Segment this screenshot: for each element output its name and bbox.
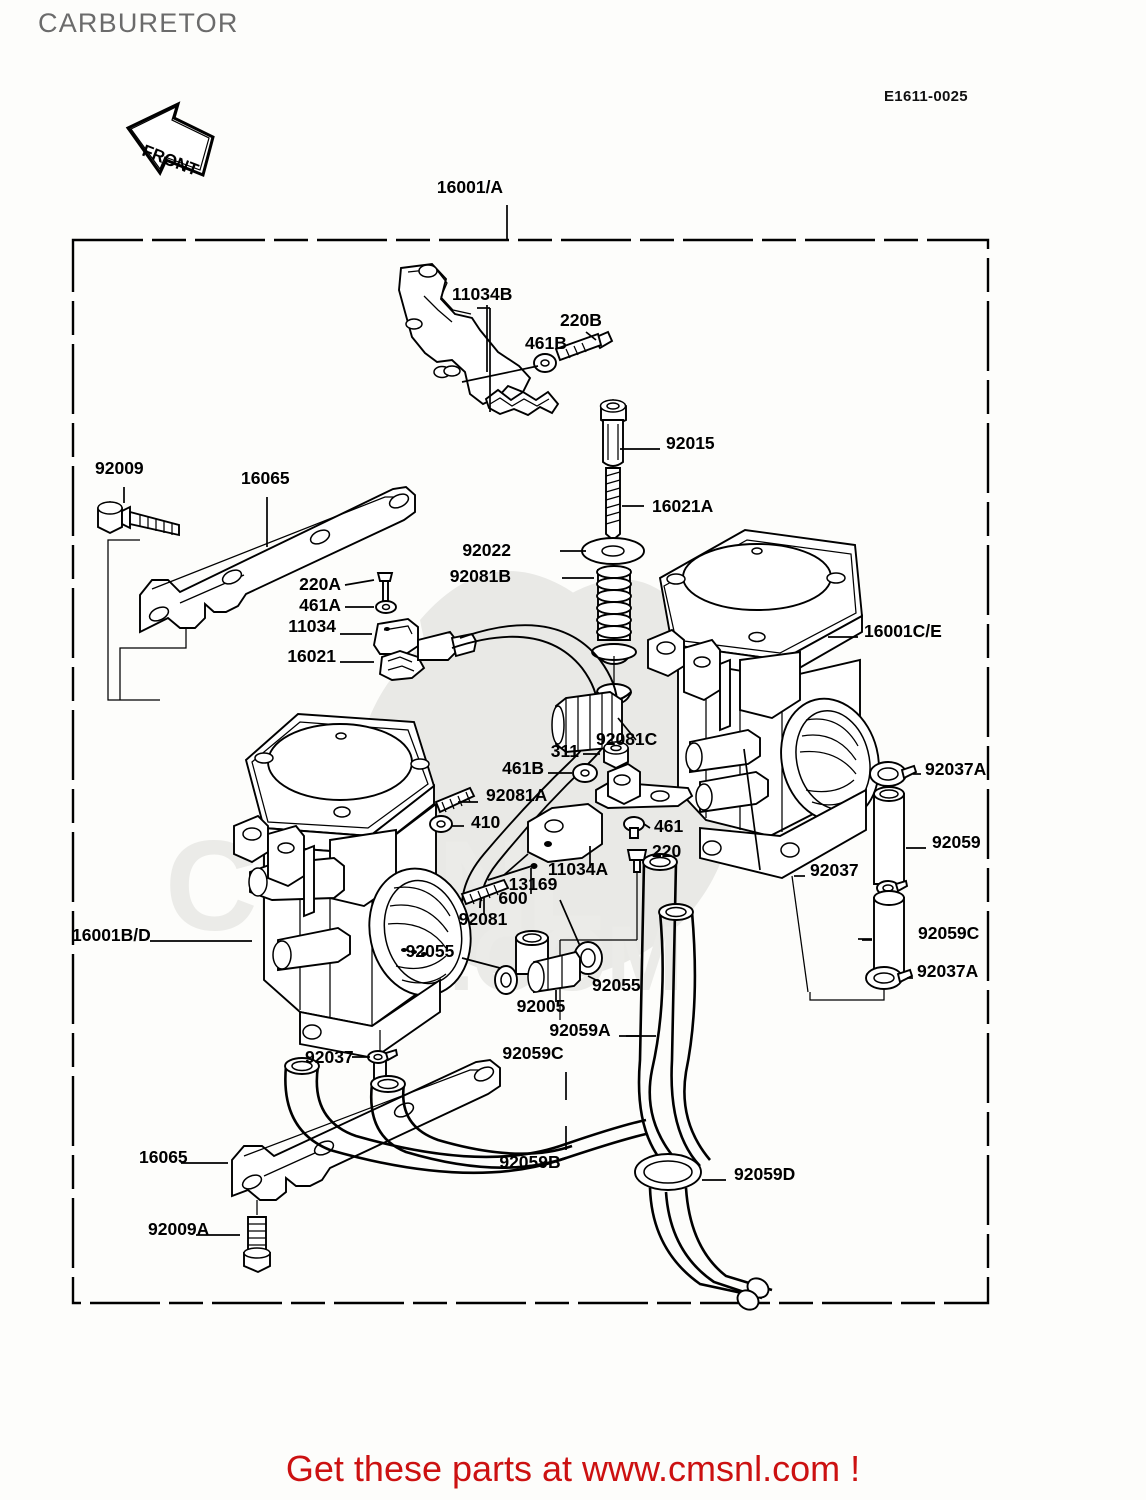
part-92059c-hose-lower bbox=[862, 890, 905, 976]
callout-92081: 92081 bbox=[459, 909, 508, 929]
page-title: CARBURETOR bbox=[38, 8, 239, 38]
callout-92037a-lower: 92037A bbox=[917, 961, 979, 981]
callout-11034: 11034 bbox=[288, 616, 336, 636]
part-92081c-boot bbox=[551, 691, 637, 753]
callout-220a: 220A bbox=[299, 574, 341, 594]
callout-92081c: 92081C bbox=[596, 729, 658, 749]
callout-92059b: 92059B bbox=[499, 1152, 560, 1172]
bell-mouth-left bbox=[368, 867, 472, 997]
callout-92059d: 92059D bbox=[734, 1164, 795, 1184]
callout-16021a: 16021A bbox=[652, 496, 714, 516]
part-16021a-needle bbox=[605, 467, 644, 542]
callout-92081b: 92081B bbox=[450, 566, 511, 586]
callout-220: 220 bbox=[652, 841, 681, 861]
callout-92059c-right: 92059C bbox=[918, 923, 980, 943]
callout-labels: 16001/A 11034B 220B 461B 92015 16021A 92… bbox=[72, 177, 987, 1239]
part-92055-oring-right bbox=[587, 975, 601, 983]
callout-92037-left: 92037 bbox=[305, 1047, 354, 1067]
reference-code: E1611-0025 bbox=[884, 88, 968, 105]
part-16001ce-carburetor-body bbox=[647, 529, 880, 880]
part-410-washer bbox=[429, 815, 464, 833]
callout-92081a: 92081A bbox=[486, 785, 548, 805]
part-92059-hose-upper bbox=[873, 786, 926, 885]
part-92037-circlip-left bbox=[352, 1030, 399, 1064]
part-92009a-bolt bbox=[196, 1200, 271, 1274]
part-16065-bracket-upper bbox=[107, 485, 416, 701]
callout-92009: 92009 bbox=[95, 458, 144, 478]
callout-92037a-upper: 92037A bbox=[925, 759, 987, 779]
callout-92037-right: 92037 bbox=[810, 860, 859, 880]
callout-leaders bbox=[486, 305, 872, 1037]
part-92037a-circlip-lower bbox=[865, 966, 914, 990]
callout-11034b: 11034B bbox=[452, 284, 512, 304]
part-220b-screw bbox=[554, 330, 614, 362]
part-92081-spring-lower bbox=[460, 878, 510, 914]
part-220-screw bbox=[559, 849, 648, 1020]
part-92081a-spring bbox=[434, 786, 478, 814]
callout-92015: 92015 bbox=[666, 433, 715, 453]
callout-461b-lower: 461B bbox=[502, 758, 544, 778]
part-92005-jet bbox=[515, 930, 581, 1002]
part-11034-holder bbox=[340, 617, 419, 655]
callout-461: 461 bbox=[654, 816, 683, 836]
front-direction-arrow: FRONT bbox=[125, 101, 215, 180]
part-311-nut bbox=[583, 740, 629, 770]
callout-92059: 92059 bbox=[932, 832, 981, 852]
part-11034b-lever bbox=[398, 262, 560, 417]
part-461b-washer-upper bbox=[533, 353, 557, 373]
part-461-screw bbox=[623, 816, 651, 839]
part-461b-washer-lower bbox=[548, 763, 598, 783]
callout-311: 311 bbox=[551, 741, 579, 761]
callout-461a: 461A bbox=[299, 595, 341, 615]
callout-11034a: 11034A bbox=[548, 859, 609, 879]
callout-92059a: 92059A bbox=[549, 1020, 611, 1040]
callout-461b-upper: 461B bbox=[525, 333, 567, 353]
part-13169-oring bbox=[559, 899, 603, 975]
callout-92009a: 92009A bbox=[148, 1219, 210, 1239]
part-92081b-spring bbox=[562, 565, 637, 705]
callout-92005: 92005 bbox=[517, 996, 566, 1016]
vacuum-hose-loop bbox=[451, 635, 599, 907]
callout-16065-lower: 16065 bbox=[139, 1147, 188, 1167]
bell-mouth-right bbox=[780, 697, 880, 823]
callout-600: 600 bbox=[498, 888, 527, 908]
part-16021-fitting bbox=[340, 630, 478, 681]
part-600-pin bbox=[487, 863, 538, 894]
part-92022-washer bbox=[560, 537, 645, 565]
part-11034a-arm bbox=[595, 762, 694, 809]
callout-220b: 220B bbox=[560, 310, 602, 330]
part-92009-bolt bbox=[97, 487, 180, 537]
vacuum-hose-loop-2 bbox=[459, 624, 619, 909]
part-92015-nut bbox=[599, 398, 627, 467]
part-11034a-plate bbox=[527, 803, 603, 868]
part-16001bd-carburetor-body bbox=[150, 713, 472, 1081]
part-220a-screw bbox=[344, 572, 394, 605]
callout-16065-upper: 16065 bbox=[241, 468, 290, 488]
callout-16001ce: 16001C/E bbox=[864, 621, 942, 641]
callout-92055-left: 92055 bbox=[406, 941, 455, 961]
callout-92055-right: 92055 bbox=[592, 975, 641, 995]
footer-cta: Get these parts at www.cmsnl.com ! bbox=[285, 1448, 861, 1489]
part-92059d-clamp bbox=[634, 1153, 726, 1191]
part-92055-oring-left bbox=[461, 957, 518, 995]
callout-16001bd: 16001B/D bbox=[72, 925, 151, 945]
hose-group-bottom bbox=[284, 853, 773, 1311]
callout-92022: 92022 bbox=[462, 540, 511, 560]
callout-16021: 16021 bbox=[287, 646, 336, 666]
part-92037a-circlip-upper bbox=[869, 761, 921, 787]
part-461a-washer bbox=[345, 600, 397, 614]
callout-13169: 13169 bbox=[509, 874, 558, 894]
callout-410: 410 bbox=[471, 812, 500, 832]
callout-92059c-left: 92059C bbox=[502, 1043, 564, 1063]
assembly-frame-dashed bbox=[71, 238, 990, 1305]
callout-16001a: 16001/A bbox=[437, 177, 504, 197]
